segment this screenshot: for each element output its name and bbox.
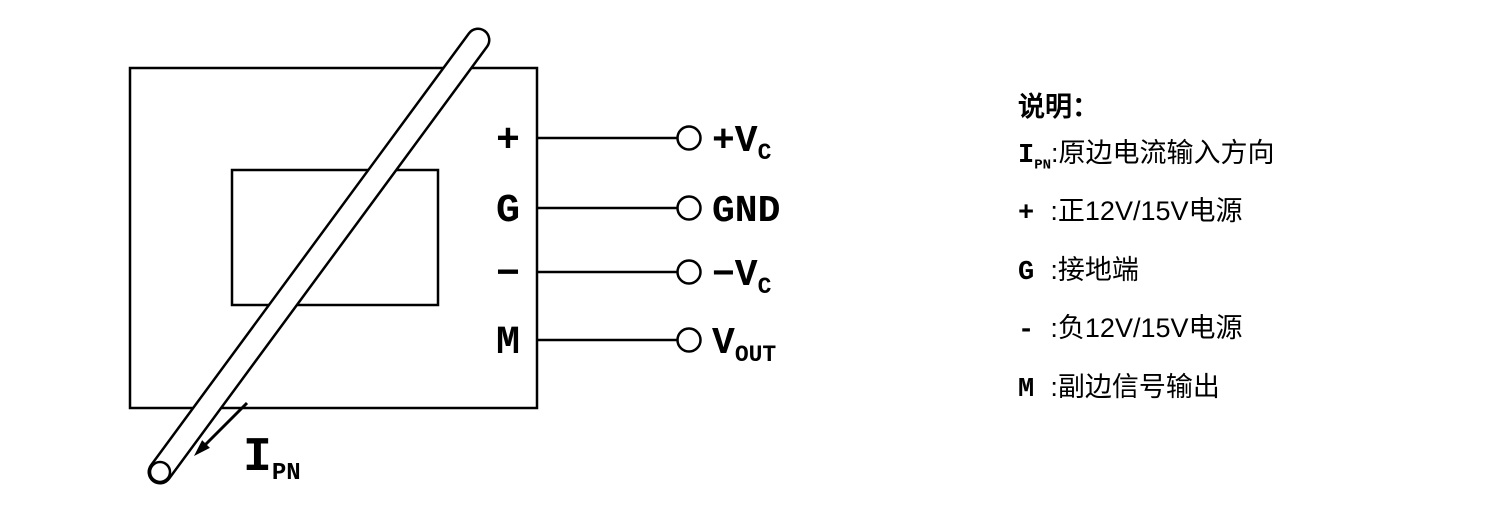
current-arrow-head	[194, 440, 210, 456]
terminal-row-output: M VOUT	[496, 321, 776, 368]
terminal-row-plus: + +VC	[496, 119, 772, 166]
legend: 说明： IPN:原边电流输入方向 + :正12V/15V电源 G :接地端 - …	[1018, 84, 1275, 422]
current-arrow-shaft	[203, 401, 249, 447]
legend-item-text: :原边电流输入方向	[1051, 138, 1275, 168]
legend-item-text: :副边信号输出	[1050, 371, 1220, 402]
pad-label: VOUT	[712, 322, 776, 368]
current-label: IPN	[243, 431, 301, 487]
legend-item-prefix: M	[1018, 374, 1051, 405]
sensor-body	[128, 66, 539, 410]
pad-label-main: −V	[712, 254, 758, 297]
aperture-window	[230, 168, 440, 307]
legend-item-ground: G :接地端	[1018, 247, 1275, 305]
pad-label: GND	[712, 190, 780, 233]
legend-item-text: :正12V/15V电源	[1050, 196, 1243, 227]
legend-item-text: :负12V/15V电源	[1050, 313, 1243, 344]
terminal-circle	[676, 195, 702, 221]
terminal-pin-label: M	[496, 321, 520, 366]
legend-item-prefix: I	[1018, 141, 1035, 171]
pad-label: −VC	[712, 254, 772, 300]
pad-label-main: +V	[712, 120, 758, 163]
terminal-circle	[676, 327, 702, 353]
legend-item-text: :接地端	[1050, 254, 1139, 285]
legend-item-prefix: G	[1018, 257, 1051, 288]
legend-item-prefix: -	[1018, 316, 1051, 347]
terminal-pin-label: +	[496, 119, 520, 164]
pad-label: +VC	[712, 120, 772, 166]
conductor-end-cap	[148, 460, 172, 484]
current-label-main: I	[243, 431, 272, 485]
pad-label-sub: C	[758, 274, 772, 300]
pad-label-sub: C	[758, 140, 772, 166]
primary-conductor-body	[150, 30, 488, 482]
legend-item-output: M :副边信号输出	[1018, 364, 1275, 422]
terminal-pin-label: G	[496, 189, 520, 234]
legend-item-ipn: IPN:原边电流输入方向	[1018, 130, 1275, 188]
legend-item-subscript: PN	[1034, 157, 1052, 174]
pad-label-sub: OUT	[735, 342, 777, 368]
terminal-circle	[676, 259, 702, 285]
legend-item-minus: - :负12V/15V电源	[1018, 305, 1275, 363]
legend-title: 说明：	[1018, 92, 1099, 122]
terminal-row-minus: − −VC	[496, 253, 772, 300]
pad-label-main: V	[712, 322, 735, 365]
legend-item-plus: + :正12V/15V电源	[1018, 188, 1275, 246]
legend-item-prefix: +	[1018, 199, 1051, 230]
terminal-circle	[676, 125, 702, 151]
pad-label-main: GND	[712, 190, 780, 233]
terminal-row-ground: G GND	[496, 189, 780, 234]
current-label-sub: PN	[272, 460, 301, 487]
terminal-pin-label: −	[496, 253, 520, 298]
